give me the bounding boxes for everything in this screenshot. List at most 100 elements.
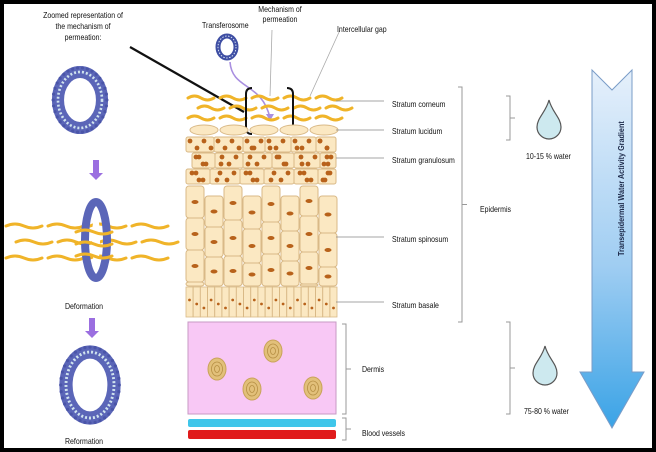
group-label-epidermis: Epidermis [480, 204, 511, 214]
corneum-wave [324, 104, 354, 112]
lipid-head [83, 346, 87, 350]
nucleus [324, 302, 328, 306]
granule [187, 138, 193, 144]
nucleus [188, 298, 191, 302]
lipid-head [103, 350, 107, 354]
permeation-path [229, 61, 271, 119]
water-label-bottom: 75-80 % water [524, 406, 569, 416]
basale-cell [279, 286, 288, 318]
lipid-head [53, 110, 57, 114]
down-arrow-icon [89, 160, 103, 180]
lipid-head [90, 127, 94, 131]
nucleus [305, 199, 313, 203]
granule [215, 138, 221, 144]
nucleus [229, 269, 237, 273]
mechanism-label: Mechanism of permeation [255, 4, 304, 24]
lipid-head [52, 104, 56, 108]
dermis-bracket [342, 323, 351, 415]
basale-cell [192, 286, 201, 318]
granule [193, 154, 199, 160]
hair-follicle-icon [303, 376, 323, 400]
basale-cell [250, 286, 259, 318]
lipid-wave-overlay [74, 228, 114, 236]
granule [245, 161, 251, 167]
basale-cell [235, 286, 244, 318]
layer-label-dermis: Dermis [362, 364, 385, 374]
lipid-head [60, 396, 65, 400]
nucleus [195, 302, 199, 306]
lipid-wave [4, 222, 44, 230]
lipid-head [98, 347, 102, 351]
lipid-head [75, 130, 80, 134]
nucleus [252, 298, 256, 302]
basale-cell [322, 286, 331, 318]
nucleus [245, 306, 249, 310]
basale-cell [207, 286, 216, 318]
granule [322, 177, 328, 183]
granule [214, 177, 220, 183]
corneum-wave [260, 104, 290, 112]
gradient-arrow-label: Transepidermal Water Activity Gradient [616, 121, 626, 257]
water-label-top: 10-15 % water [526, 151, 571, 161]
basale-cell [271, 286, 280, 318]
lipid-wave [130, 254, 170, 262]
lucidum-cell [249, 124, 279, 136]
lipid-head [63, 402, 67, 406]
lucidum-cell [189, 124, 219, 136]
nucleus [310, 306, 314, 310]
mechanism-bracket-left [245, 87, 253, 135]
basale-cell [315, 286, 324, 318]
lipid-head [98, 76, 102, 80]
water-bottom-bracket [506, 321, 515, 415]
annotation-line: permeation: [64, 32, 102, 42]
granule [247, 154, 253, 160]
lipid-head [117, 383, 121, 387]
lipid-head [69, 354, 73, 358]
annotation-pointer-line [129, 46, 245, 113]
nucleus [210, 209, 218, 214]
lipid-head [66, 127, 70, 131]
vesicle-tails [56, 70, 104, 130]
granule [294, 145, 300, 151]
transferosome-label: Transferosome [202, 20, 249, 30]
ring-dots [217, 35, 237, 59]
granule [299, 145, 305, 151]
granule [304, 177, 310, 183]
lipid-head [105, 98, 109, 102]
nucleus [332, 306, 335, 310]
granule [200, 161, 206, 167]
follicle-ring [307, 380, 319, 396]
lucidum-cell [219, 124, 249, 136]
mechanism-line: permeation [262, 14, 298, 24]
granule [231, 170, 237, 176]
granule [312, 154, 318, 160]
vesicle-tails [64, 350, 116, 420]
granule [317, 138, 323, 144]
lipid-head [59, 389, 63, 394]
mechanism-pointer [269, 29, 273, 97]
nucleus [202, 306, 206, 310]
blood-vessel-artery [188, 430, 336, 439]
lipid-wave [46, 254, 86, 262]
vesicle-ring [81, 198, 111, 282]
annotation-line: Zoomed representation of [43, 10, 123, 20]
layer-label-stratum-basale: Stratum basale [392, 300, 439, 310]
lipid-head [51, 98, 55, 102]
lipid-head [88, 421, 92, 425]
corneum-wave [282, 114, 312, 122]
granule [194, 145, 200, 151]
granule [327, 170, 333, 176]
nucleus [324, 248, 332, 252]
granule [298, 154, 304, 160]
lipid-wave [130, 222, 170, 230]
lipid-head [78, 347, 82, 351]
corneum-wave [218, 114, 248, 122]
lipid-wave [14, 238, 54, 246]
lipid-head [101, 81, 105, 85]
nucleus [248, 272, 256, 277]
diagram-canvas: Zoomed representation of the mechanism o… [4, 4, 652, 448]
lipid-head [65, 407, 70, 411]
follicle-outer [207, 357, 227, 381]
lipid-head [107, 354, 111, 358]
corneum-wave [250, 114, 280, 122]
